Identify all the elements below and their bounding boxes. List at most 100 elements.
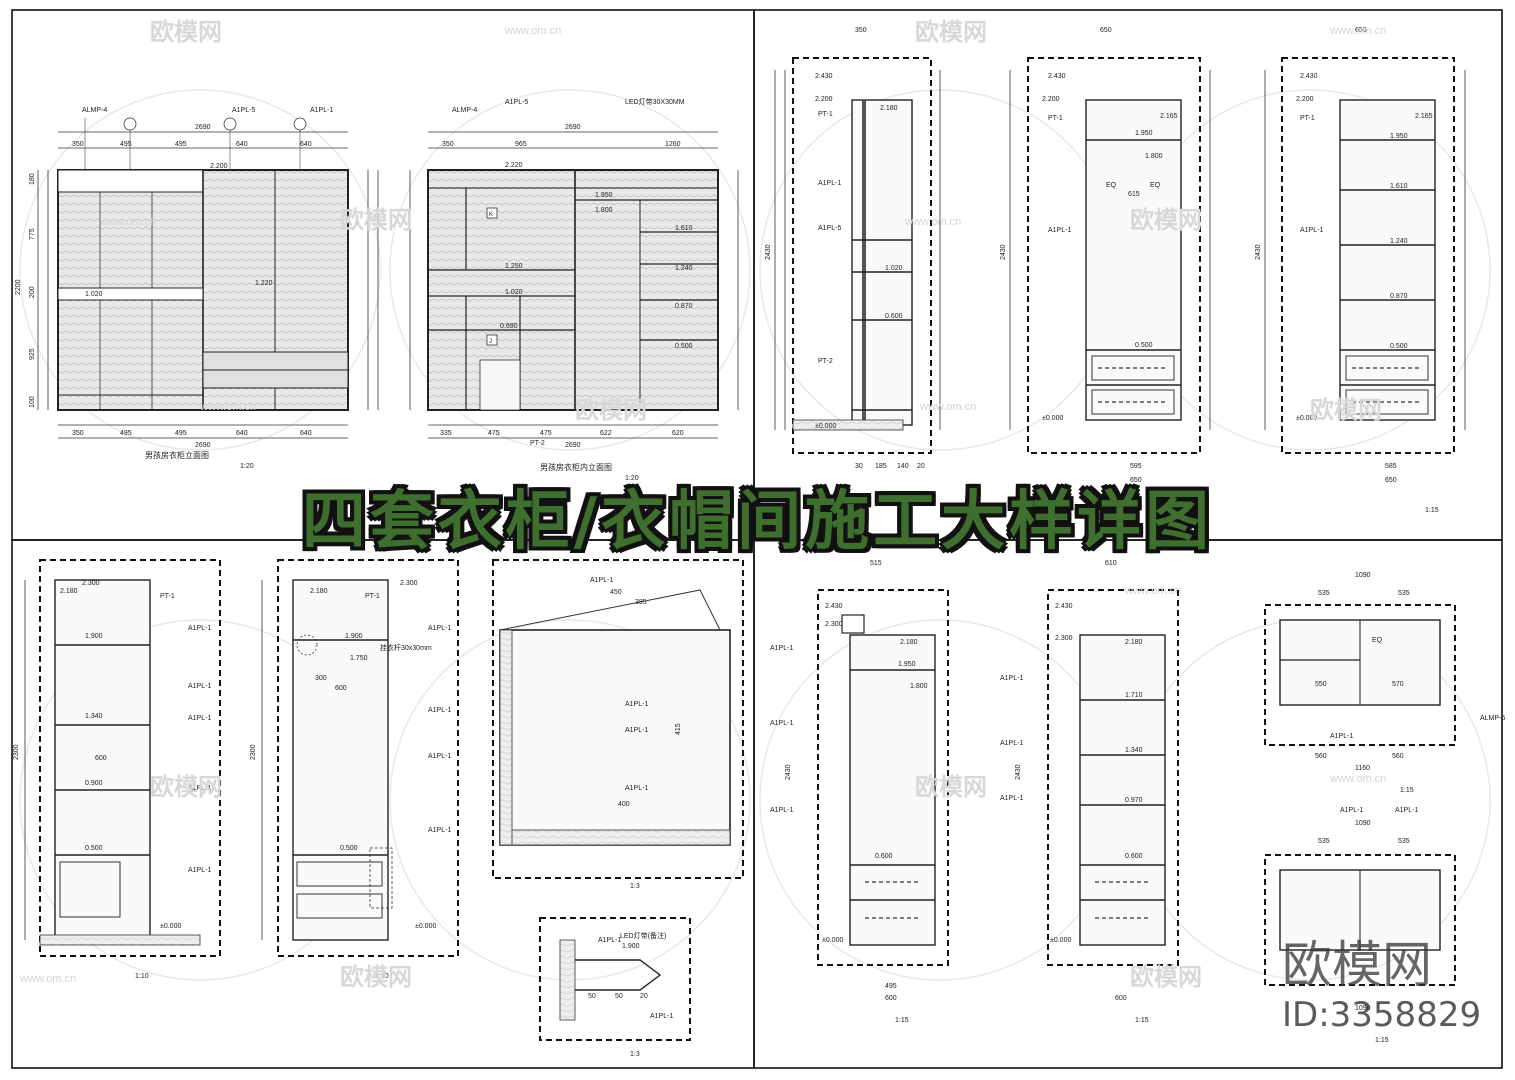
elev2-top-dim: 1260 [665, 141, 681, 148]
watermark-brand-faint: 欧模网 [915, 18, 987, 46]
elev2-level: 1.800 [595, 207, 613, 214]
sec3-bottom-dim: 585 [1385, 463, 1397, 470]
det2-dim: 50 [588, 993, 596, 1000]
elev2-tag: PT-2 [530, 440, 545, 447]
sec5-tag: PT-1 [365, 593, 380, 600]
sec3-level: ±0.000 [1296, 415, 1317, 422]
section-7 [1047, 589, 1179, 966]
elev2-led-note: LED灯带30X30MM [625, 97, 685, 106]
elev1-side-dim: 100 [29, 396, 36, 408]
elev1-tag: A1PL-1 [310, 107, 333, 114]
sec7-level: 1.340 [1125, 747, 1143, 754]
sec4-level: 2.300 [82, 580, 100, 587]
watermark-brand: 欧模网 [1282, 936, 1432, 994]
watermark-brand-faint: 欧模网 [1130, 206, 1202, 234]
sec3-level: 0.500 [1390, 343, 1408, 350]
plan2-tag: A1PL-1 [1395, 807, 1418, 814]
watermark-brand-faint: 欧模网 [150, 18, 222, 46]
sec4-tag: A1PL-1 [188, 867, 211, 874]
sec3-level: 2.430 [1300, 73, 1318, 80]
watermark-url: www.om.cn [504, 25, 561, 37]
plan-1 [1264, 604, 1456, 746]
elevation-2 [409, 131, 739, 439]
elev2-level: 1.020 [505, 289, 523, 296]
sec6-level: 2.180 [900, 639, 918, 646]
plan2-width: 1090 [1355, 820, 1371, 827]
sec4-scale: 1:10 [135, 973, 149, 980]
elev2-bottom-dim: 475 [488, 430, 500, 437]
det2-note: LED灯带(备注) [620, 931, 666, 940]
sec3-width: 650 [1355, 27, 1367, 34]
plan1-tag: ALMP-5 [1480, 715, 1505, 722]
sec6-level: 2.300 [825, 621, 843, 628]
sec2-level: 1.950 [1135, 130, 1153, 137]
elev1-side-dim: 775 [29, 228, 36, 240]
sec2-eq: EQ [1106, 182, 1117, 189]
elev1-width-top: 2690 [195, 124, 211, 131]
elev2-tag: J [489, 339, 492, 345]
det2-level: 1.900 [622, 943, 640, 950]
sec5-level: 2.180 [310, 588, 328, 595]
elev2-level: 2.220 [505, 162, 523, 169]
elev2-bottom-dim: 620 [672, 430, 684, 437]
sec2-bottom-dim: 595 [1130, 463, 1142, 470]
elev1-caption: 男孩房衣柜立面图 [145, 450, 209, 460]
sec5-level: 0.500 [340, 845, 358, 852]
watermark-id: ID:3358829 [1282, 995, 1482, 1035]
sheet-frames [11, 9, 1503, 1069]
elev2-tag: K [489, 212, 493, 218]
sec7-width: 610 [1105, 560, 1117, 567]
sec3-level: 1.610 [1390, 183, 1408, 190]
sec5-scale: 1:10 [375, 973, 389, 980]
sec6-scale: 1:15 [895, 1017, 909, 1024]
sec3-level: 2.165 [1415, 113, 1433, 120]
sec5-tag: A1PL-1 [428, 827, 451, 834]
sec7-tag: A1PL-1 [1000, 795, 1023, 802]
plan1-row-dim: 570 [1392, 681, 1404, 688]
sec4-level: 0.900 [85, 780, 103, 787]
sec7-level: 0.600 [1125, 853, 1143, 860]
elev2-level: 0.870 [675, 303, 693, 310]
watermark-brand-faint: 欧模网 [150, 773, 222, 801]
sec5-note: 挂衣杆30x30mm [380, 643, 432, 652]
sec2-eq: EQ [1150, 182, 1161, 189]
plan1-scale: 1:15 [1400, 787, 1414, 794]
elev2-top-dim: 350 [442, 141, 454, 148]
elev2-top-dim: 965 [515, 141, 527, 148]
section-5 [261, 559, 459, 957]
det2-dim: 20 [640, 993, 648, 1000]
detail-2 [539, 917, 691, 1041]
section-4 [24, 559, 221, 957]
elev2-level: 0.500 [675, 343, 693, 350]
sec6-level: 1.950 [898, 661, 916, 668]
elev2-level: 1.240 [675, 265, 693, 272]
watermark-brand-faint: 欧模网 [915, 773, 987, 801]
sec4-level: 1.340 [85, 713, 103, 720]
sec4-tag: PT-1 [160, 593, 175, 600]
sec6-tag: A1PL-1 [770, 807, 793, 814]
section-6 [817, 589, 949, 966]
plan1-inner-dim: 535 [1398, 590, 1410, 597]
plan2-inner-dim: 535 [1398, 838, 1410, 845]
elev2-tag: A1PL-5 [505, 99, 528, 106]
section-1 [774, 57, 941, 454]
sec5-tag: A1PL-1 [428, 625, 451, 632]
watermark-brand-faint: 欧模网 [1310, 396, 1382, 424]
sec6-tag: A1PL-1 [770, 645, 793, 652]
watermark-url: www.om.cn [99, 216, 156, 228]
sec5-level: 2.300 [400, 580, 418, 587]
plan1-width: 1090 [1355, 572, 1371, 579]
sec6-level: 0.600 [875, 853, 893, 860]
det2-scale: 1:3 [630, 1051, 640, 1058]
elev1-top-dim: 350 [72, 141, 84, 148]
sec1-bottom-dim: 20 [917, 463, 925, 470]
sec4-inner-width: 600 [95, 755, 107, 762]
sec4-level: 1.900 [85, 633, 103, 640]
plan1-eq: EQ [1372, 637, 1383, 644]
elev1-level: 1.020 [85, 291, 103, 298]
sec6-bottom-dim: 495 [885, 983, 897, 990]
elev1-level: 2.200 [210, 163, 228, 170]
sec3-level: 1.950 [1390, 133, 1408, 140]
plan1-bottom-dim: 560 [1392, 753, 1404, 760]
